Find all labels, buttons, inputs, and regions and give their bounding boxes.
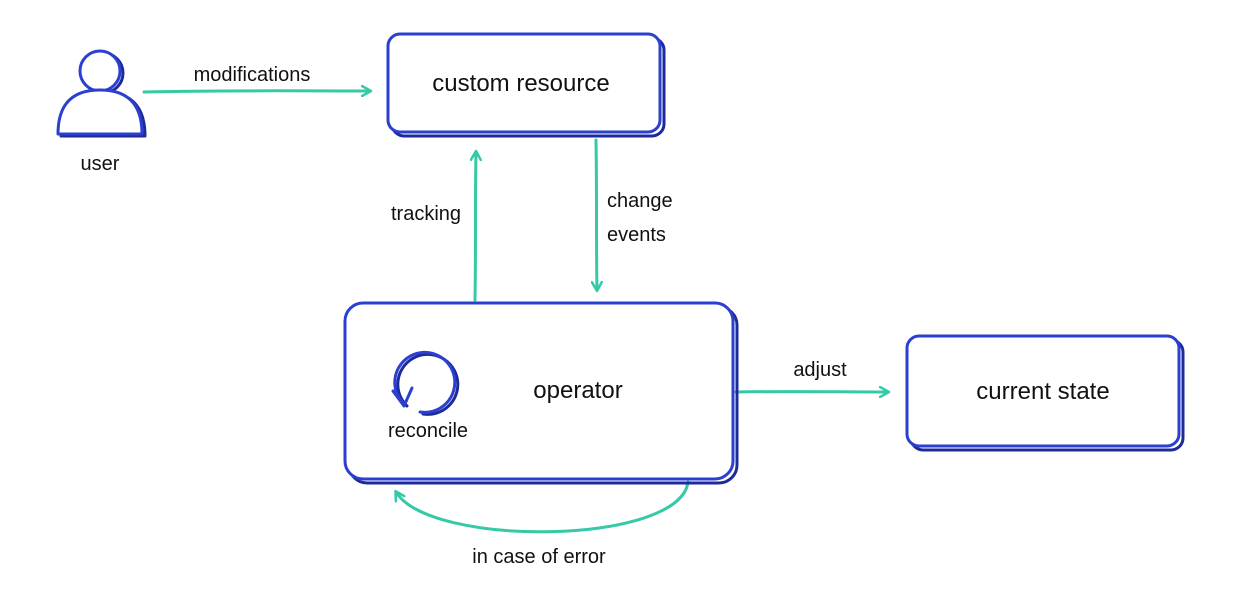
operator-label: operator [533, 377, 622, 404]
adjust-label: adjust [793, 359, 847, 381]
refresh-cycle-icon [391, 350, 460, 416]
edge-adjust: adjust [734, 359, 888, 392]
person-icon [56, 49, 147, 138]
change-events-arrow [596, 138, 597, 290]
modifications-arrow [142, 91, 370, 92]
custom-resource-label: custom resource [432, 70, 609, 97]
operator-node: operator reconcile [343, 301, 739, 485]
edge-tracking: tracking [391, 152, 476, 302]
tracking-arrow [475, 152, 476, 302]
user-label: user [81, 153, 120, 175]
edge-error-loop: in case of error [396, 480, 690, 568]
change-events-label-line1: change [607, 190, 673, 212]
edge-modifications: modifications [142, 64, 370, 92]
custom-resource-node: custom resource [386, 32, 666, 138]
error-loop-label: in case of error [472, 546, 606, 568]
edge-change-events: change events [596, 138, 673, 290]
modifications-label: modifications [194, 64, 311, 86]
tracking-label: tracking [391, 203, 461, 225]
change-events-label-line2: events [607, 224, 666, 246]
user-node: user [56, 49, 147, 175]
current-state-node: current state [905, 334, 1185, 452]
error-loop-arrow [396, 480, 690, 534]
reconcile-label: reconcile [388, 420, 468, 442]
current-state-label: current state [976, 378, 1109, 405]
